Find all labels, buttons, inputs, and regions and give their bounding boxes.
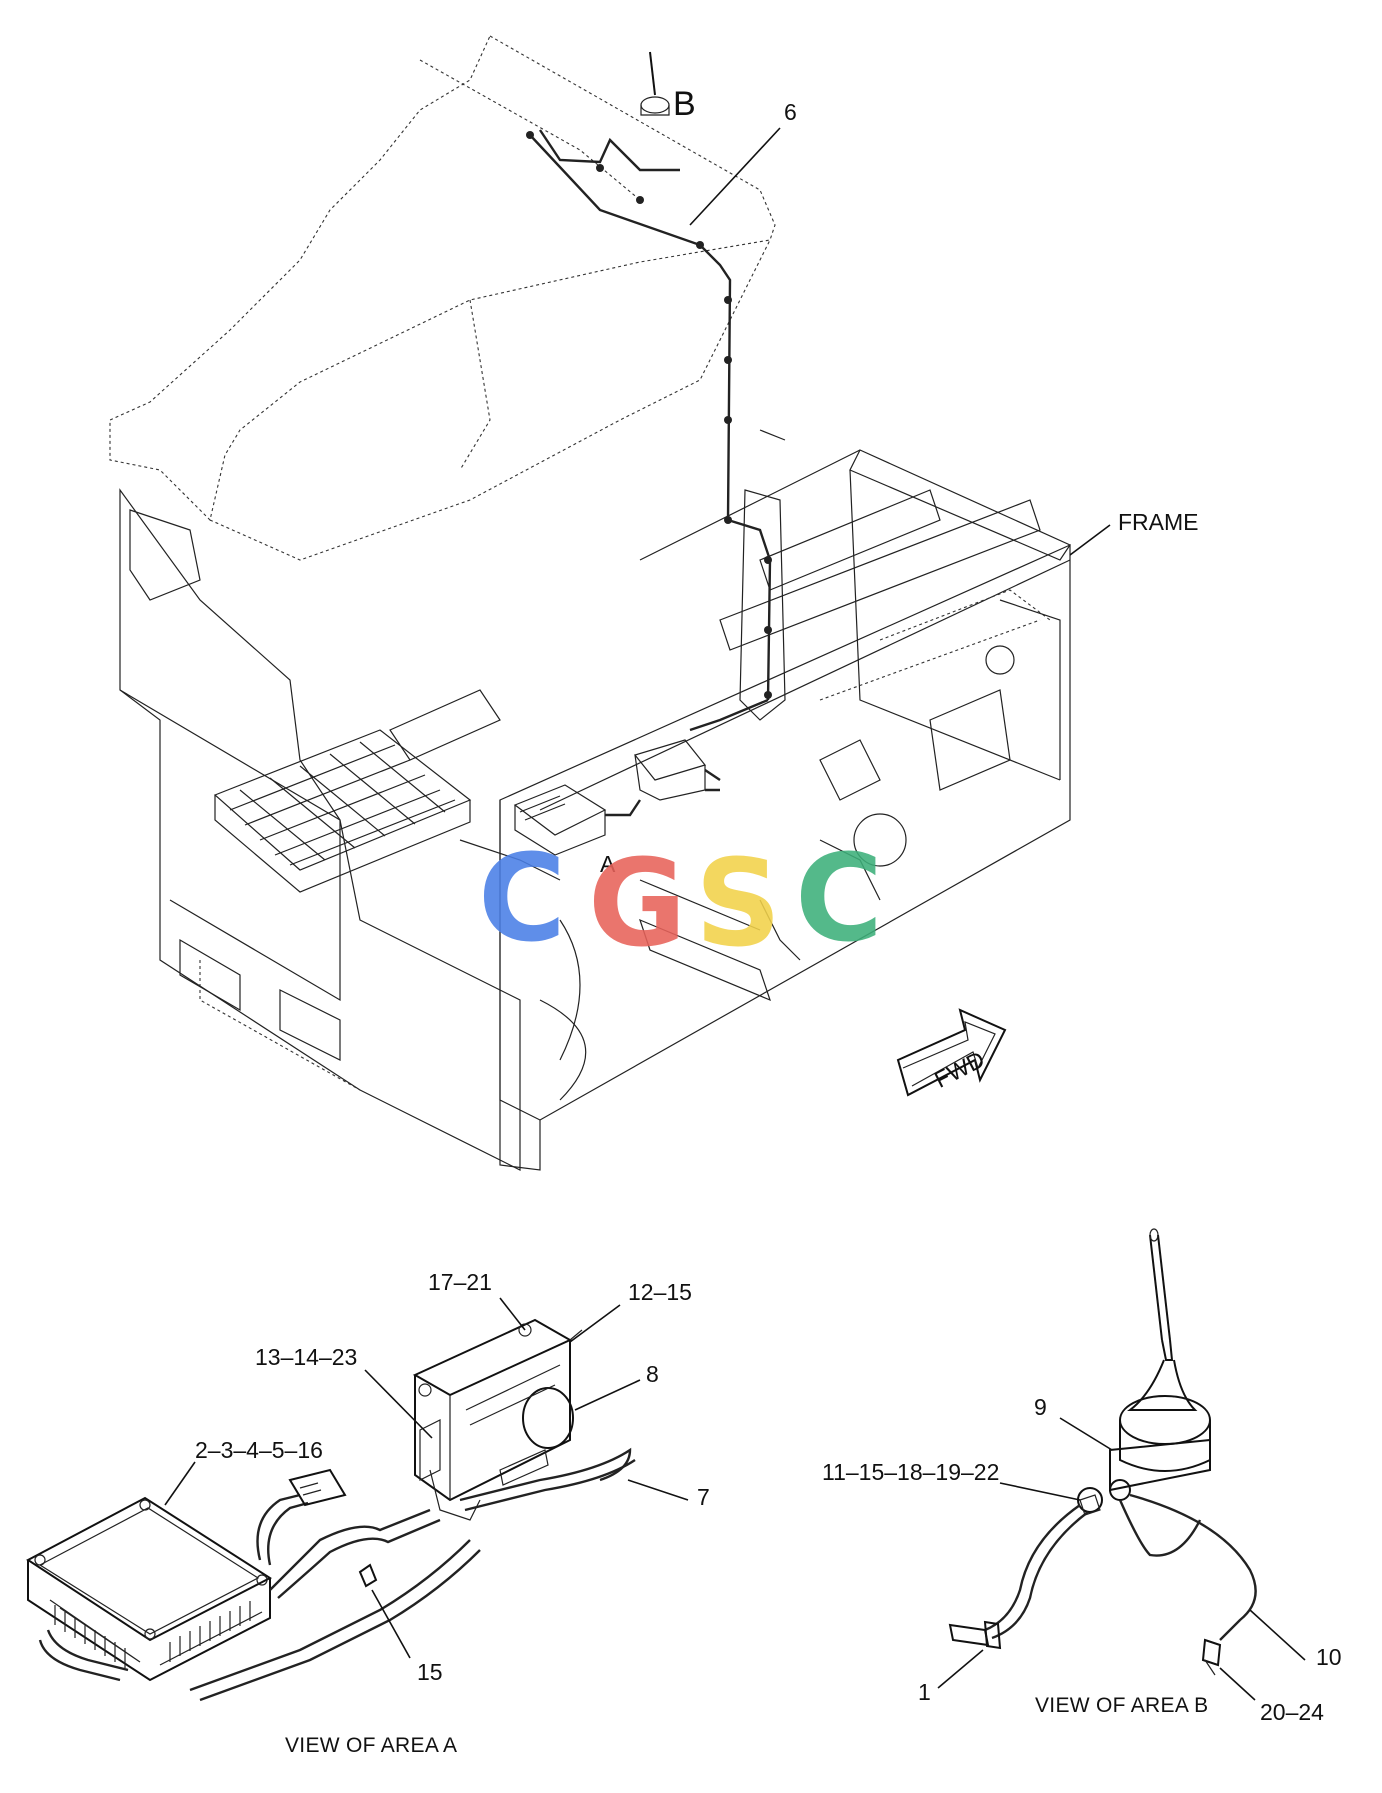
leader-6 xyxy=(689,127,781,226)
callout-8: 8 xyxy=(646,1361,659,1387)
leader-2-3-4-5-16 xyxy=(164,1461,196,1506)
watermark-letter-c1: C xyxy=(478,830,566,969)
callout-20-24: 20–24 xyxy=(1260,1699,1324,1725)
leader-17-21 xyxy=(499,1297,526,1331)
control-module xyxy=(26,1496,272,1682)
leader-10 xyxy=(1249,1609,1306,1661)
watermark-letter-s: S xyxy=(695,835,781,974)
cgsc-watermark: C G S C xyxy=(478,830,883,974)
callout-7: 7 xyxy=(697,1484,710,1510)
callout-frame: FRAME xyxy=(1118,509,1199,535)
view-area-b xyxy=(948,1228,1257,1676)
callout-12-15: 12–15 xyxy=(628,1279,692,1305)
callout-11-15-18-19-22: 11–15–18–19–22 xyxy=(822,1459,999,1485)
callout-10: 10 xyxy=(1316,1644,1342,1670)
antenna-b-icon xyxy=(640,51,670,116)
component-box xyxy=(513,784,641,856)
machine-assembly xyxy=(109,35,1071,1171)
leader-frame xyxy=(1069,524,1111,556)
fwd-arrow-icon xyxy=(896,1008,1007,1097)
leader-20-24 xyxy=(1219,1667,1256,1701)
callout-17-21: 17–21 xyxy=(428,1269,492,1295)
leader-15 xyxy=(371,1589,411,1659)
leader-1 xyxy=(937,1649,984,1689)
callout-2-3-4-5-16: 2–3–4–5–16 xyxy=(195,1437,323,1463)
watermark-letter-c2: C xyxy=(795,830,883,969)
leader-9 xyxy=(1059,1417,1113,1451)
callout-9: 9 xyxy=(1034,1394,1047,1420)
callout-6: 6 xyxy=(784,99,797,125)
callout-a: A xyxy=(600,851,616,877)
watermark-letter-g: G xyxy=(588,835,687,974)
leader-11-15-18-19-22 xyxy=(999,1482,1081,1501)
leader-7 xyxy=(627,1479,689,1501)
antenna-icon xyxy=(1077,1228,1211,1516)
leader-8 xyxy=(574,1379,641,1411)
caption-area-b: VIEW OF AREA B xyxy=(1035,1694,1208,1717)
relay-box xyxy=(412,1318,583,1521)
caption-area-a: VIEW OF AREA A xyxy=(285,1734,457,1757)
callout-1: 1 xyxy=(918,1679,931,1705)
view-area-a xyxy=(26,1318,636,1702)
callout-b: B xyxy=(673,85,696,123)
callout-15: 15 xyxy=(417,1659,443,1685)
step-grating xyxy=(213,729,472,893)
leader-13-14-23 xyxy=(364,1369,433,1439)
leader-12-15 xyxy=(569,1304,621,1343)
module-box xyxy=(633,739,721,801)
callout-13-14-23: 13–14–23 xyxy=(255,1344,357,1370)
